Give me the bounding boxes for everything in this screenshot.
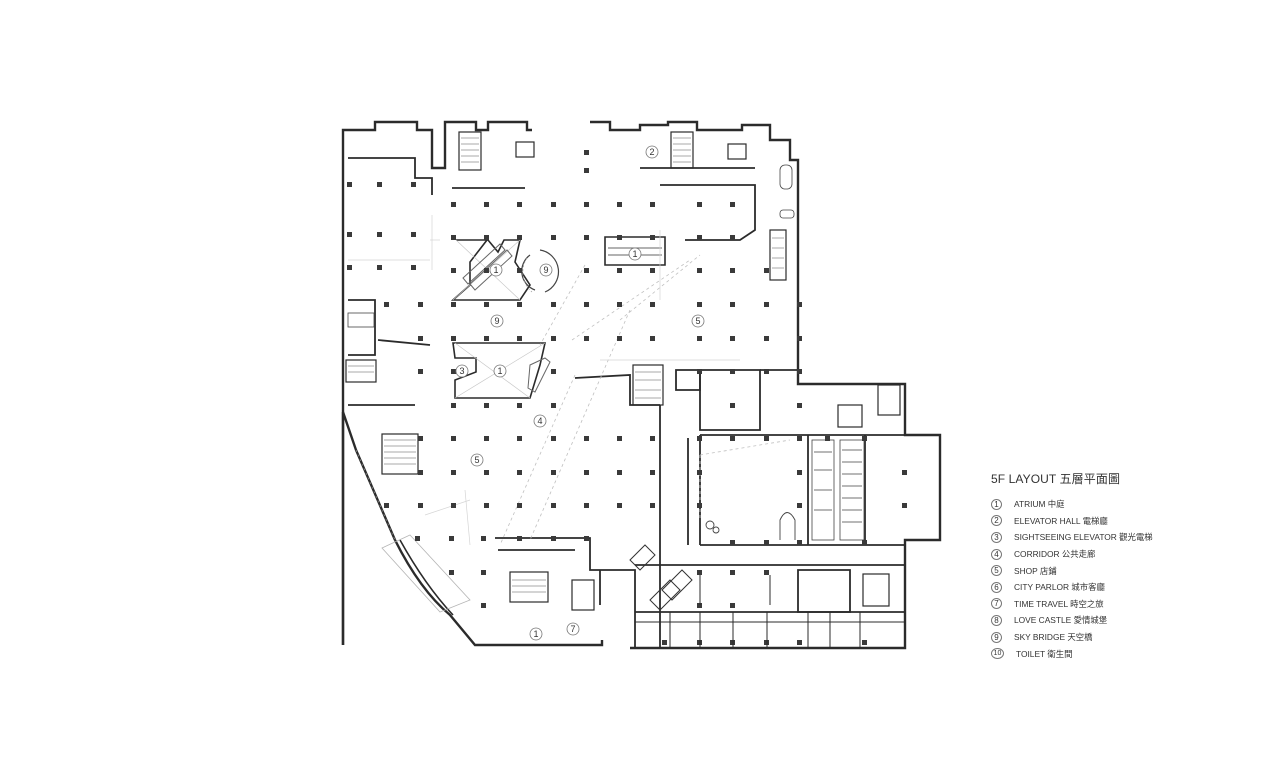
plan-marker: 7: [566, 622, 580, 636]
legend-label: TOILET 衛生間: [1016, 648, 1073, 659]
legend-item-sightseeing-elevator: 3 SIGHTSEEING ELEVATOR 觀光電梯: [991, 529, 1191, 546]
plan-marker: 9: [539, 263, 553, 277]
legend-number: 8: [991, 614, 1002, 626]
svg-text:1: 1: [533, 629, 538, 639]
sightseeing-elevator: [521, 249, 560, 293]
legend-label: SIGHTSEEING ELEVATOR 觀光電梯: [1014, 532, 1153, 543]
plan-marker: 5: [691, 314, 705, 328]
legend-item-corridor: 4 CORRIDOR 公共走廊: [991, 546, 1191, 563]
legend-label: SHOP 店鋪: [1014, 565, 1057, 576]
exterior-walls: [341, 120, 942, 650]
svg-text:3: 3: [459, 366, 464, 376]
legend-number: 9: [991, 631, 1002, 643]
legend-title: 5F LAYOUT 五層平面圖: [991, 472, 1121, 486]
plan-marker: 1: [529, 627, 543, 641]
legend-item-time-travel: 7 TIME TRAVEL 時空之旅: [991, 596, 1191, 613]
legend-number: 3: [991, 531, 1002, 543]
legend-item-atrium: 1 ATRIUM 中庭: [991, 496, 1191, 513]
toilets: [347, 164, 865, 541]
plan-marker: 1: [493, 364, 507, 378]
plan-marker: 5: [470, 453, 484, 467]
legend-label: SKY BRIDGE 天空橋: [1014, 632, 1093, 643]
legend-number: 2: [991, 515, 1002, 527]
room-partitions: [635, 575, 905, 648]
legend-label: CORRIDOR 公共走廊: [1014, 549, 1096, 560]
atrium-voids: [450, 236, 666, 399]
plan-marker: 9: [490, 314, 504, 328]
svg-text:7: 7: [570, 624, 575, 634]
love-castle: [705, 512, 796, 540]
legend-item-sky-bridge: 9 SKY BRIDGE 天空橋: [991, 629, 1191, 646]
legend: 5F LAYOUT 五層平面圖 1 ATRIUM 中庭 2 ELEVATOR H…: [991, 470, 1191, 662]
interior-walls: [348, 157, 905, 648]
legend-number: 7: [991, 598, 1002, 610]
svg-text:2: 2: [649, 147, 654, 157]
legend-label: LOVE CASTLE 愛情城堡: [1014, 615, 1108, 626]
legend-item-shop: 5 SHOP 店鋪: [991, 562, 1191, 579]
stair-cores: [345, 131, 901, 611]
legend-number: 6: [991, 581, 1002, 593]
legend-number: 5: [991, 565, 1002, 577]
plan-marker: 4: [533, 414, 547, 428]
svg-text:9: 9: [494, 316, 499, 326]
legend-label: CITY PARLOR 城市客廳: [1014, 582, 1105, 593]
corridor-lines: [499, 254, 791, 546]
plan-labels: 1 9 1 2 9 5 3 1 4 5 1 7: [455, 145, 705, 641]
curved-facade: [355, 449, 471, 616]
legend-label: ELEVATOR HALL 電梯廳: [1014, 515, 1108, 526]
legend-number: 1: [991, 498, 1002, 510]
svg-text:5: 5: [474, 455, 479, 465]
svg-text:9: 9: [543, 265, 548, 275]
plan-marker: 1: [489, 263, 503, 277]
legend-number: 4: [991, 548, 1002, 560]
svg-text:1: 1: [497, 366, 502, 376]
plan-marker: 2: [645, 145, 659, 159]
stair-treads: [348, 137, 784, 593]
svg-text:1: 1: [493, 265, 498, 275]
legend-label: ATRIUM 中庭: [1014, 499, 1065, 510]
legend-item-city-parlor: 6 CITY PARLOR 城市客廳: [991, 579, 1191, 596]
plan-marker: 1: [628, 247, 642, 261]
legend-item-love-castle: 8 LOVE CASTLE 愛情城堡: [991, 612, 1191, 629]
legend-number: 10: [991, 648, 1004, 660]
legend-item-toilet: 10 TOILET 衛生間: [991, 645, 1191, 662]
svg-text:5: 5: [695, 316, 700, 326]
guide-lines: [348, 215, 740, 546]
columns: [347, 150, 907, 645]
legend-label: TIME TRAVEL 時空之旅: [1014, 598, 1104, 609]
plan-marker: 3: [455, 364, 469, 378]
legend-item-elevator-hall: 2 ELEVATOR HALL 電梯廳: [991, 513, 1191, 530]
time-travel-diamonds: [629, 544, 693, 611]
svg-text:1: 1: [632, 249, 637, 259]
svg-text:4: 4: [537, 416, 542, 426]
